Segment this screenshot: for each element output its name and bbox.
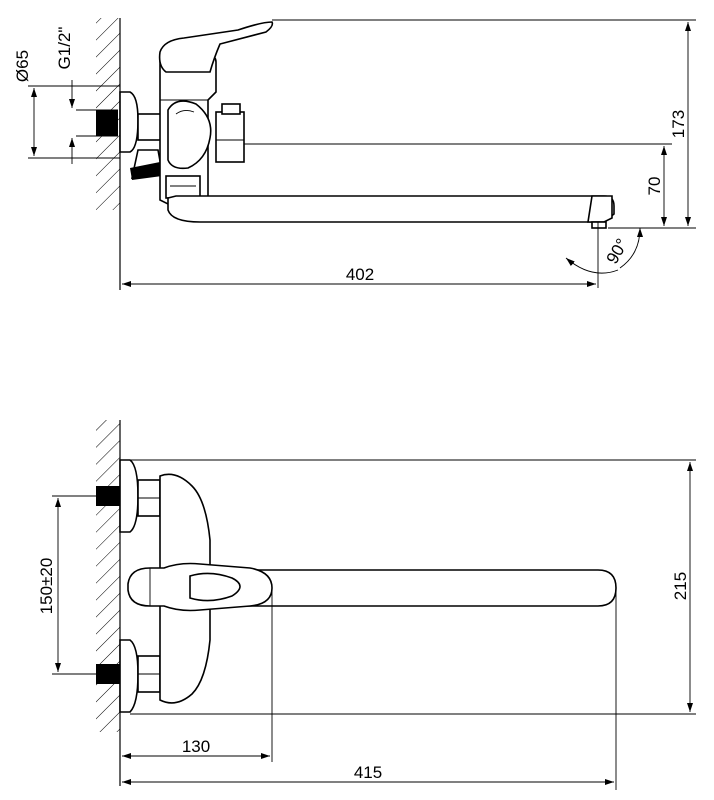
dim-top-length: 415 [122,590,617,790]
dim-centers: 150±20 [37,495,96,675]
dim-width: 215 [130,459,696,715]
dim-thread: G1/2" [55,27,75,164]
side-wall-connector [76,109,118,137]
dim-outlet-height: 70 [244,143,672,226]
side-outlet-nut [215,103,245,163]
side-view: Ø65 G1/2" 173 70 90° [13,18,696,290]
side-wall [96,18,121,290]
dim-diameter: Ø65 [13,50,120,159]
dim-top-length-label: 415 [354,763,382,782]
side-lever-handle[interactable] [158,21,274,73]
dim-side-length: 402 [122,265,596,287]
side-spout [167,195,615,229]
top-lower-connector [96,639,161,713]
top-spout [199,569,617,607]
dim-thread-label: G1/2" [55,27,74,70]
dim-outlet-height-label: 70 [645,177,664,196]
top-view: 150±20 215 130 415 [37,420,696,790]
dim-angle: 90° [565,222,643,288]
dim-centers-label: 150±20 [37,558,56,615]
dim-height: 173 [272,19,696,229]
top-lever-handle[interactable] [127,562,273,612]
top-upper-connector [96,459,161,533]
side-valve-body [159,55,217,205]
dim-side-length-label: 402 [346,265,374,284]
dim-width-label: 215 [671,572,690,600]
dim-height-label: 173 [669,110,688,138]
dim-angle-label: 90° [603,235,632,267]
dim-handle-label: 130 [182,737,210,756]
top-wall [96,420,121,786]
side-escutcheon [119,91,139,153]
dim-handle: 130 [122,590,273,762]
dim-diameter-label: Ø65 [13,50,32,82]
